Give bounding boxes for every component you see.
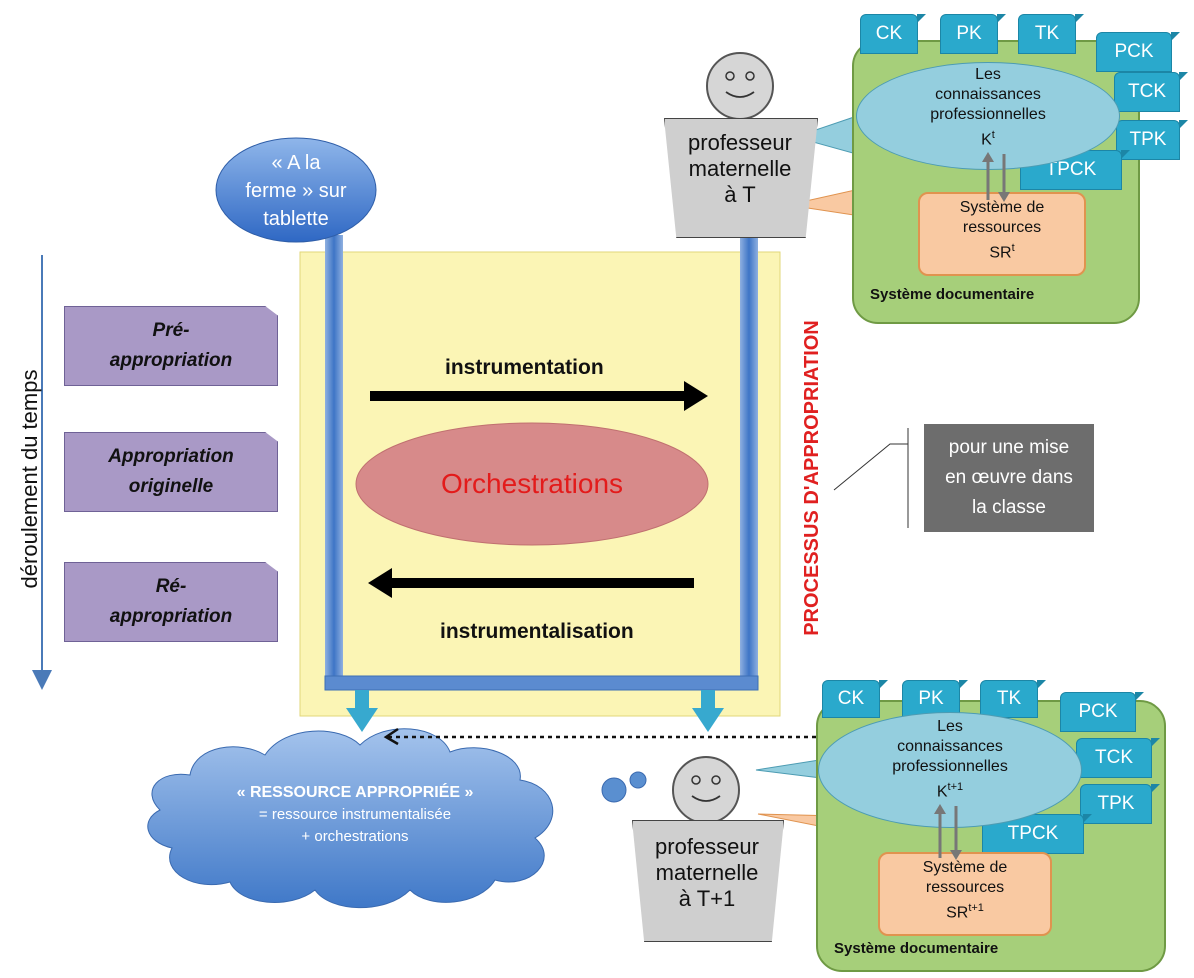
left-tube (325, 235, 343, 687)
right-tube (740, 235, 758, 687)
teacher-top-label: professeur maternelle à T (664, 130, 816, 208)
knowledge-resource-arrows-top (982, 152, 1010, 202)
knowledge-bottom-k: Kt+1 (936, 781, 964, 801)
tab-tpk-bottom: TPK (1080, 784, 1160, 824)
cloud-line3: + orchestrations (301, 828, 409, 845)
phase-2-line2: originelle (128, 476, 214, 497)
teacher-top-body (664, 118, 818, 238)
tablet-ellipse (215, 137, 377, 243)
tablet-line1: « A la (271, 152, 321, 174)
bottom-tube (324, 675, 759, 691)
tab-tck-bottom: TCK (1076, 738, 1160, 778)
tab-pk-top: PK (940, 14, 1006, 54)
callout-line1: pour une mise (948, 437, 1070, 458)
knowledge-top-k: Kt (981, 129, 995, 149)
cloud-line2: = ressource instrumentalisée (258, 806, 452, 823)
teacher-bottom-line1: professeur (655, 834, 759, 859)
resources-top-line1: Système de (959, 199, 1045, 216)
documentary-system-top-label: Système documentaire (870, 286, 1035, 303)
teacher-top-line3: à T (724, 182, 756, 207)
down-arrow-cloud (346, 708, 378, 732)
time-axis-label: déroulement du temps (17, 299, 47, 659)
tab-pk-bottom: PK (902, 680, 968, 718)
resources-bottom-line2: ressources (925, 879, 1005, 896)
resources-bottom: Système de ressources SRt+1 (878, 852, 1052, 936)
phase-1-line1: Pré- (152, 320, 190, 341)
tablet-label: « A la ferme » sur tablette (222, 146, 370, 236)
classroom-callout: pour une mise en œuvre dans la classe (924, 424, 1094, 532)
teacher-bottom-face (691, 775, 721, 802)
phase-appropriation-originelle: Appropriation originelle (64, 432, 278, 512)
down-arrow-teacher (692, 708, 724, 732)
teacher-top-line2: maternelle (688, 156, 792, 181)
tab-tk-top: TK (1018, 14, 1084, 54)
teacher-bottom-body (632, 820, 784, 942)
knowledge-bottom-line2: connaissances (897, 738, 1003, 755)
knowledge-top-line2: connaissances (935, 86, 1041, 103)
teacher-bottom-label: professeur maternelle à T+1 (632, 834, 782, 912)
tab-tck-top: TCK (1114, 72, 1188, 112)
callout-line3: la classe (972, 497, 1046, 518)
orchestrations-ellipse (355, 422, 709, 546)
tablet-line2: ferme » sur (245, 180, 347, 202)
cloud-shape (147, 728, 554, 909)
phase-1-line2: appropriation (109, 350, 233, 371)
phase-pre-appropriation: Pré- appropriation (64, 306, 278, 386)
resources-top: Système de ressources SRt (918, 192, 1086, 276)
resources-top-sr: SRt (989, 242, 1015, 262)
appropriated-resource-cloud: « RESSOURCE APPROPRIÉE » = ressource ins… (180, 770, 530, 860)
tab-pck-bottom: PCK (1060, 692, 1144, 732)
teacher-top-face (725, 71, 755, 98)
tab-pck-top: PCK (1096, 32, 1180, 72)
knowledge-bottom-line3: professionnelles (892, 758, 1008, 775)
callout-pointer (833, 443, 908, 491)
tab-tk-bottom: TK (980, 680, 1046, 718)
phase-2-line1: Appropriation (108, 446, 234, 467)
process-vertical-label: PROCESSUS D'APPROPRIATION (801, 320, 823, 636)
phase-re-appropriation: Ré- appropriation (64, 562, 278, 642)
instrumentation-label: instrumentation (445, 356, 604, 379)
tab-ck-top: CK (860, 14, 926, 54)
knowledge-top-line3: professionnelles (930, 106, 1046, 123)
thought-bubble-large (601, 777, 627, 803)
phase-3-line2: appropriation (109, 606, 233, 627)
thought-bubble-small (629, 771, 647, 789)
instrumentalisation-label: instrumentalisation (440, 620, 634, 643)
teacher-bottom-line3: à T+1 (678, 886, 736, 911)
tab-ck-bottom: CK (822, 680, 888, 718)
phase-3-line1: Ré- (155, 576, 187, 597)
resources-bottom-line1: Système de (922, 859, 1008, 876)
teacher-top-line1: professeur (688, 130, 792, 155)
tablet-line3: tablette (263, 208, 329, 230)
documentary-system-bottom-label: Système documentaire (834, 940, 999, 957)
resources-bottom-sr: SRt+1 (946, 902, 984, 922)
time-axis-text: déroulement du temps (17, 369, 42, 589)
orchestrations-label: Orchestrations (440, 468, 624, 499)
resources-top-line2: ressources (962, 219, 1042, 236)
knowledge-top-line1: Les (975, 66, 1001, 83)
cloud-title: « RESSOURCE APPROPRIÉE » (236, 784, 474, 801)
knowledge-resource-arrows-bottom (934, 804, 962, 860)
teacher-bottom-line2: maternelle (655, 860, 759, 885)
knowledge-bottom: Les connaissances professionnelles Kt+1 (818, 712, 1082, 828)
knowledge-bottom-line1: Les (937, 718, 963, 735)
callout-line2: en œuvre dans (945, 467, 1073, 488)
